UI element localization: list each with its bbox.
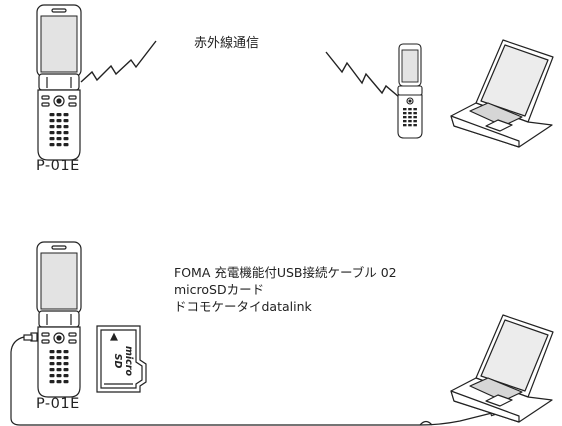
phone-small-top <box>397 43 423 139</box>
item-microsd-label: microSDカード <box>174 282 265 297</box>
item-usb-cable-label: FOMA 充電機能付USB接続ケーブル 02 <box>174 265 397 280</box>
ir-signal-left <box>80 40 157 83</box>
laptop-top <box>450 39 554 148</box>
microsd-logo-text: micro SD <box>112 346 134 376</box>
item-datalink-label: ドコモケータイdatalink <box>174 299 312 314</box>
phone-p01e-top <box>36 4 82 161</box>
microsd-card-image <box>96 325 147 393</box>
phone-model-label-top: P-01E <box>36 158 80 174</box>
laptop-bottom <box>450 314 554 423</box>
ir-communication-label: 赤外線通信 <box>194 36 260 51</box>
usb-cable <box>10 332 504 426</box>
ir-signal-right <box>325 51 400 98</box>
microsd-logo: micro SD <box>112 341 134 381</box>
phone-model-label-bottom: P-01E <box>36 396 80 412</box>
phone-p01e-bottom <box>36 241 82 398</box>
connection-items-list: FOMA 充電機能付USB接続ケーブル 02 microSDカード ドコモケータ… <box>174 264 397 315</box>
